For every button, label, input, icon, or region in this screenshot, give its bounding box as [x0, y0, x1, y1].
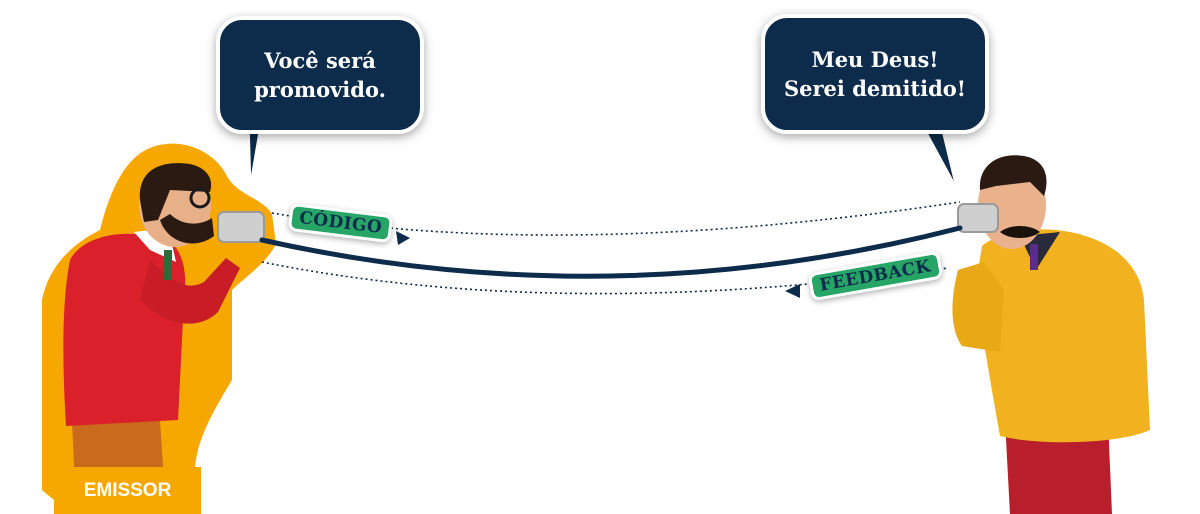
- sender-tie: [164, 250, 172, 280]
- receiver-speech-bubble: Meu Deus! Serei demitido!: [761, 14, 989, 134]
- can-string: [259, 225, 963, 279]
- code-arrow-icon: [396, 231, 410, 245]
- receiver-pants: [1005, 420, 1112, 514]
- receiver-speech-line-2: Serei demitido!: [783, 76, 967, 101]
- sender-speech-line-1: Você será: [264, 48, 376, 73]
- sender-speech-bubble: Você será promovido.: [216, 16, 424, 134]
- sender-can: [217, 211, 265, 243]
- sender-beard: [160, 214, 214, 244]
- sender-hair: [139, 163, 212, 222]
- feedback-arrow-icon: [785, 284, 800, 298]
- receiver-arm: [952, 262, 1004, 352]
- sender-glasses: [189, 187, 211, 209]
- receiver-can: [957, 203, 999, 233]
- receiver-sweater: [975, 229, 1150, 443]
- receiver-speech-line-1: Meu Deus!: [811, 47, 939, 72]
- receiver-hair: [979, 155, 1047, 196]
- receiver-tie: [1030, 244, 1038, 270]
- sender-label: EMISSOR: [54, 467, 201, 514]
- receiver-figure: [952, 155, 1150, 514]
- receiver-moustache: [1000, 226, 1040, 238]
- sender-figure: [42, 143, 276, 514]
- sender-speech-line-2: promovido.: [254, 77, 386, 102]
